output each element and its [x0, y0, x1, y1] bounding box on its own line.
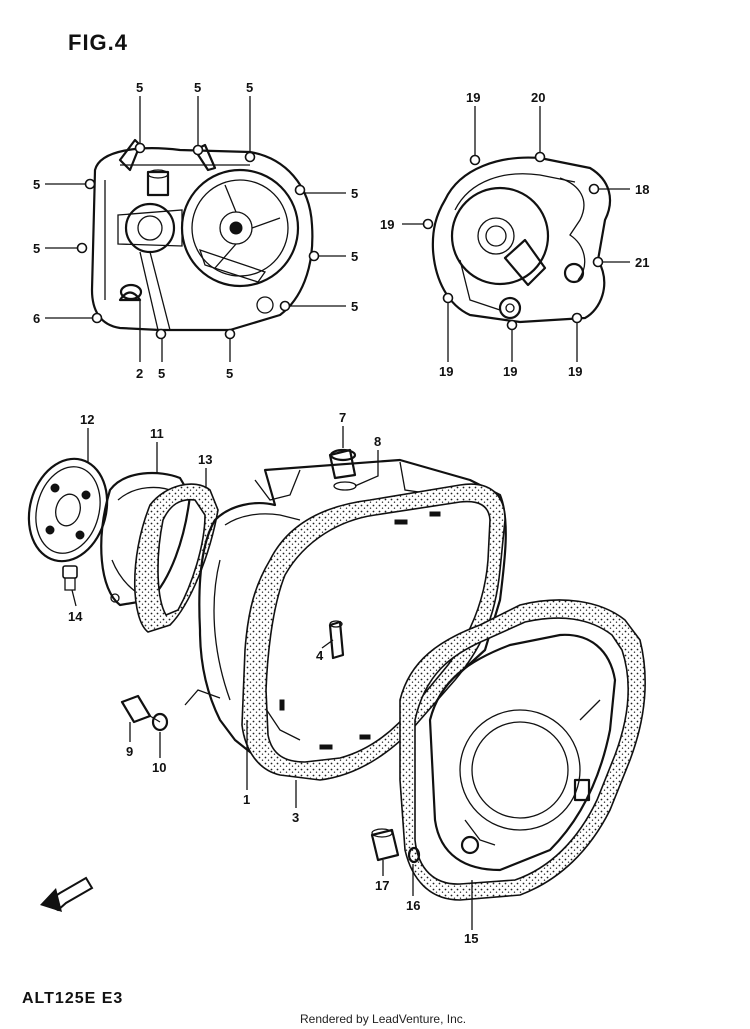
part-12-pulley: [27, 457, 109, 563]
callout-label: 6: [33, 311, 40, 326]
callout-label: 11: [150, 426, 164, 441]
callout-label: 19: [466, 90, 480, 105]
callout-label: 5: [33, 177, 40, 192]
part-16-oring: [407, 846, 421, 864]
callout-label: 5: [194, 80, 201, 95]
part-15-side-cover: [399, 599, 646, 901]
callout-label: 5: [246, 80, 253, 95]
callout-label: 5: [136, 80, 143, 95]
callout-labels: 5 5 5 5 5 5 5 6 5 2 5 5 19 20 18 19 21 1…: [33, 80, 649, 946]
callout-label: 19: [503, 364, 517, 379]
callout-label: 20: [531, 90, 545, 105]
part-10-washer: [151, 712, 169, 732]
part-7-cap: [328, 448, 357, 480]
callout-label: 5: [158, 366, 165, 381]
callout-label: 2: [136, 366, 143, 381]
model-code: ALT125E E3: [22, 990, 124, 1007]
fwd-arrow-icon: [40, 876, 94, 912]
part-13-gasket: [133, 483, 219, 633]
part-1-bracket-line: [184, 689, 221, 706]
leader-lines-upper-right: [402, 106, 630, 362]
callout-label: 1: [243, 792, 250, 807]
callout-label: 5: [351, 249, 358, 264]
callout-label: 13: [198, 452, 212, 467]
callout-label: 17: [375, 878, 389, 893]
part-8-oring: [333, 481, 357, 491]
callout-label: 19: [568, 364, 582, 379]
clutch-cover-top-view: [76, 138, 320, 340]
figure-title: FIG.4: [68, 30, 129, 55]
part-9-drain-plug: [120, 694, 161, 724]
part-3-gasket: [241, 483, 506, 781]
callout-label: 9: [126, 744, 133, 759]
callout-label: 5: [226, 366, 233, 381]
callout-label: 21: [635, 255, 649, 270]
callout-label: 3: [292, 810, 299, 825]
callout-label: 5: [351, 299, 358, 314]
render-credit: Rendered by LeadVenture, Inc.: [300, 1012, 467, 1026]
callout-label: 7: [339, 410, 346, 425]
callout-label: 10: [152, 760, 166, 775]
callout-label: 14: [68, 609, 83, 624]
magneto-cover-top-view: [422, 151, 612, 331]
leader-lines-lower: [71, 426, 473, 930]
part-14-bolt: [62, 565, 78, 591]
callout-label: 16: [406, 898, 420, 913]
callout-label: 19: [380, 217, 394, 232]
callout-label: 15: [464, 931, 478, 946]
callout-label: 5: [351, 186, 358, 201]
callout-label: 5: [33, 241, 40, 256]
callout-label: 4: [316, 648, 324, 663]
callout-label: 19: [439, 364, 453, 379]
callout-label: 18: [635, 182, 649, 197]
callout-label: 12: [80, 412, 94, 427]
leader-lines-upper-left: [45, 96, 346, 362]
callout-label: 8: [374, 434, 381, 449]
part-17-dowel: [370, 828, 400, 862]
